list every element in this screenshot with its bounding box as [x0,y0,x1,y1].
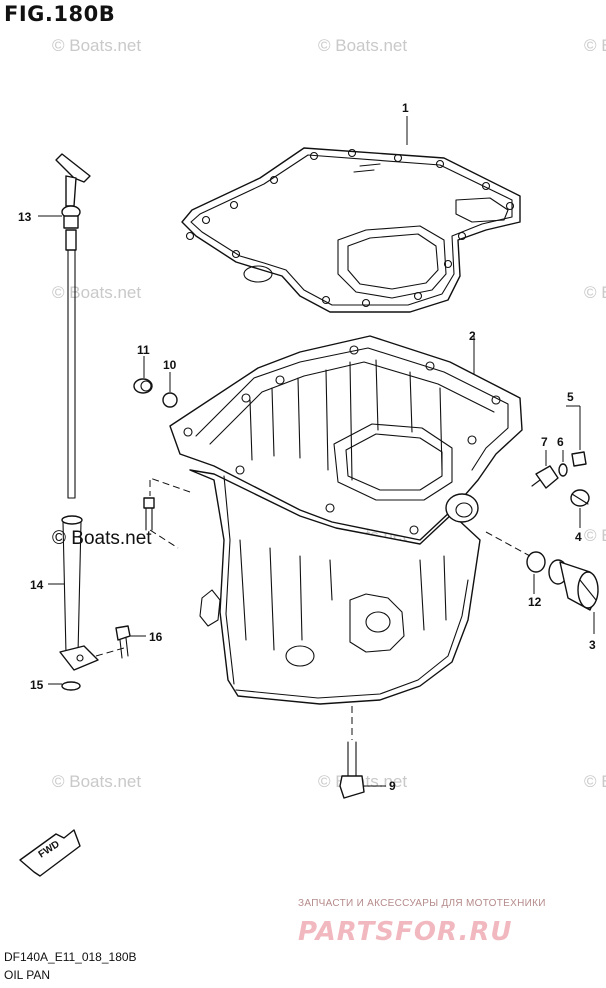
watermark: © Boats.net [318,36,407,55]
callouts: 1 2 3 4 5 6 7 9 10 11 12 13 [18,101,596,793]
washer-10-part [162,392,178,408]
model-code: DF140A_E11_018_180B [4,950,137,964]
watermark: © Boats.net [52,772,141,791]
o-ring-12-part [526,551,546,573]
gasket-part [181,147,521,313]
callout-10: 10 [163,358,177,372]
callout-4: 4 [575,530,582,544]
oil-pan-part [169,335,523,705]
fwd-direction-badge: FWD [19,829,81,877]
shop-name: PARTSFOR.RU [298,917,512,947]
callout-11: 11 [137,343,150,357]
section-name: OIL PAN [4,968,51,982]
figure-title: FIG.180B [4,2,116,26]
dipstick-part [55,153,91,499]
callout-1: 1 [402,101,409,115]
shop-banner: ЗАПЧАСТИ И АКСЕССУАРЫ ДЛЯ МОТОТЕХНИКИ PA… [298,898,546,947]
callout-6: 6 [557,435,564,449]
sensor-5-part [571,451,587,467]
watermark: © Boats.net [584,36,606,55]
callout-14: 14 [30,578,44,592]
callout-3: 3 [589,638,596,652]
callout-2: 2 [469,329,476,343]
callout-12: 12 [528,595,542,609]
cap-4-part [570,489,590,507]
bolt-9-part [339,741,365,799]
plug-11-part [133,378,153,394]
callout-15: 15 [30,678,44,692]
fitting-7-part [531,465,559,489]
callout-9: 9 [389,779,396,793]
watermark: © Boats.net [584,526,606,545]
watermark: © Boats.net [584,283,606,302]
watermark: © Boats.net [52,283,141,302]
washer-6-part [558,463,568,477]
o-ring-part [61,681,81,691]
callout-16: 16 [149,630,163,644]
drain-plug-part [548,559,599,611]
callout-5: 5 [567,390,574,404]
watermark: © Boats.net [52,36,141,55]
callout-13: 13 [18,210,32,224]
bolt-16-part [115,625,131,659]
watermark-dark: © Boats.net [52,528,152,549]
callout-7: 7 [541,435,548,449]
watermark: © Boats.net [584,772,606,791]
dipstick-guide-part [59,515,99,671]
shop-tagline: ЗАПЧАСТИ И АКСЕССУАРЫ ДЛЯ МОТОТЕХНИКИ [298,898,546,909]
bolt-upper-part [143,497,155,531]
